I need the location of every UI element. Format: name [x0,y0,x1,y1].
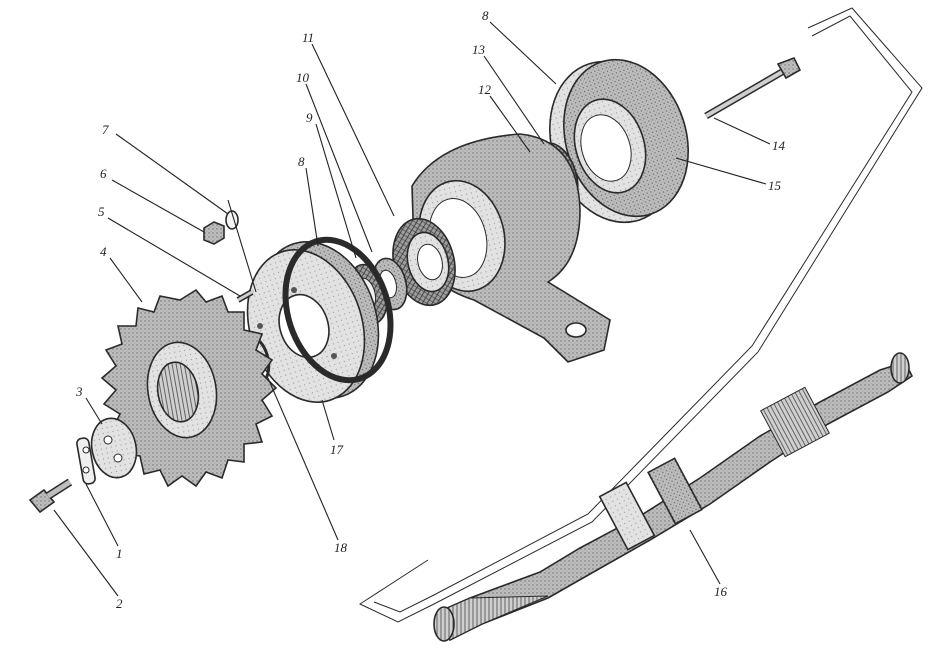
callout-5: 5 [98,204,105,219]
callout-13: 13 [472,42,486,57]
callout-16: 16 [714,584,728,599]
callout-11: 11 [302,30,314,45]
callout-9: 9 [306,110,313,125]
bolt-part-14 [704,56,802,120]
stud-part-5 [236,289,254,303]
callout-12: 12 [478,82,492,97]
callout-4: 4 [100,244,107,259]
callout-labels: 1 2 3 4 5 6 7 8 8 9 10 11 12 13 14 15 16… [75,8,786,611]
callout-2: 2 [116,596,123,611]
callout-8-right: 8 [482,8,489,23]
callout-1: 1 [116,546,123,561]
callout-7: 7 [102,122,109,137]
gasket-part-8 [282,236,394,384]
callout-8-left: 8 [298,154,305,169]
bearing-part-11 [392,217,456,307]
leader-lines [53,21,771,597]
callout-18: 18 [334,540,348,555]
bolt-part-2 [28,478,73,514]
callout-6: 6 [100,166,107,181]
callout-3: 3 [75,384,83,399]
washer-part-3 [90,417,138,479]
callout-15: 15 [768,178,782,193]
assembly-link-lines [358,7,923,623]
callout-10: 10 [296,70,310,85]
flange-part-15 [549,58,689,224]
nut-part-6 [203,221,225,245]
callout-17: 17 [330,442,344,457]
shaft-part-16 [433,352,914,642]
sprocket-part-4 [100,288,278,488]
lockplate-part-1 [76,437,96,485]
callout-14: 14 [772,138,786,153]
